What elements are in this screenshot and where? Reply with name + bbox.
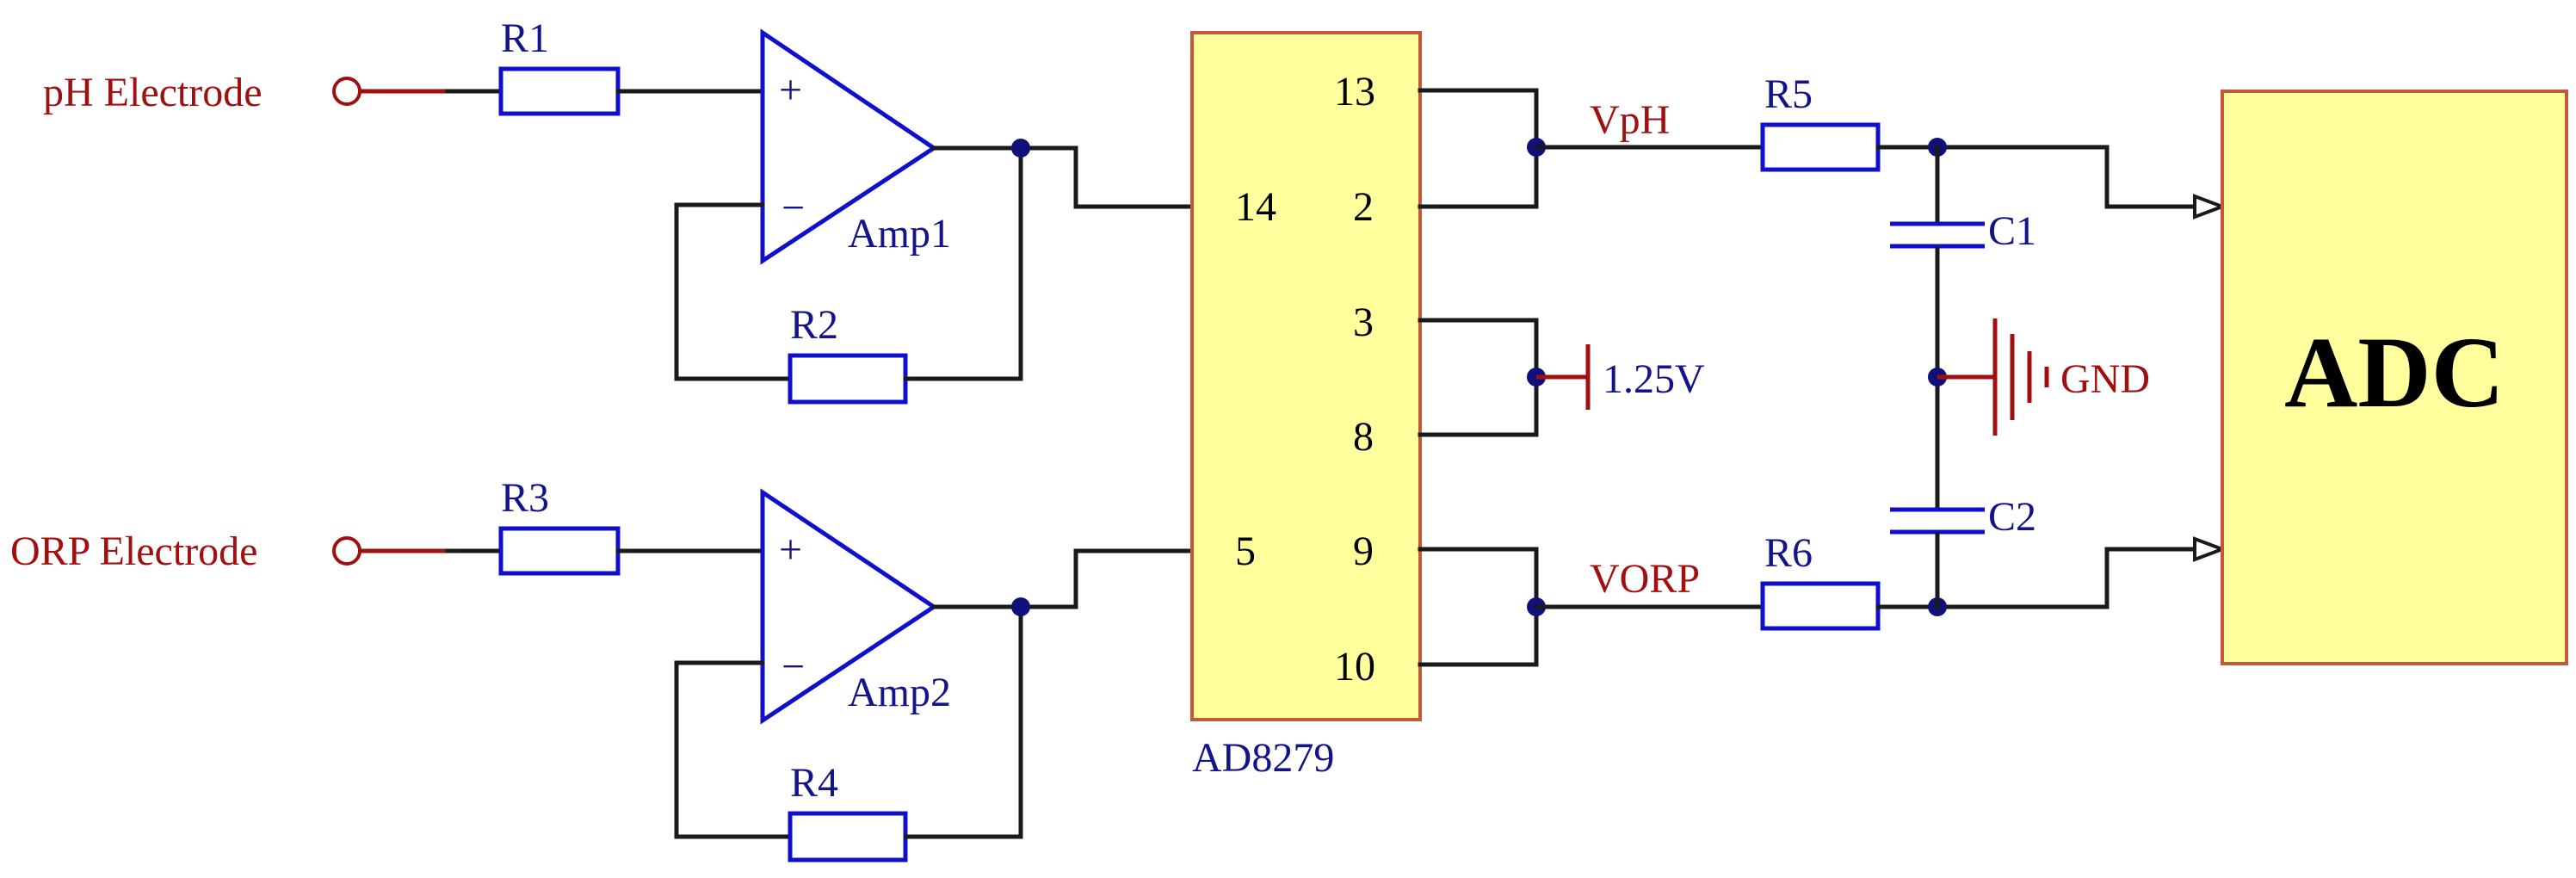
resistor-r2: [788, 353, 908, 405]
capacitor-c1-label: C1: [1988, 208, 2036, 254]
adc-input-arrow-1: [2193, 194, 2227, 220]
orp-input-terminal: [332, 536, 361, 566]
amp2-triangle: [760, 488, 938, 725]
pin-5-label: 5: [1235, 529, 1256, 574]
vph-label: VpH: [1590, 97, 1670, 143]
resistor-r3-label: R3: [501, 475, 549, 521]
resistor-r1: [498, 66, 621, 116]
resistor-r5-label: R5: [1764, 71, 1813, 117]
resistor-r4: [788, 811, 908, 863]
pin-8-label: 8: [1353, 414, 1374, 460]
pin-10-label: 10: [1334, 644, 1375, 689]
pin-14-label: 14: [1235, 184, 1276, 230]
adc-input-arrow-2: [2193, 536, 2227, 562]
pin-13-label: 13: [1334, 69, 1375, 114]
resistor-r6-label: R6: [1764, 530, 1813, 576]
vorp-label: VORP: [1590, 556, 1700, 602]
capacitor-c2-label: C2: [1988, 494, 2036, 540]
pin-9-label: 9: [1353, 529, 1374, 574]
ph-electrode-label: pH Electrode: [43, 70, 263, 115]
ref-net: 1.25V: [1418, 318, 1705, 437]
ad8279-label: AD8279: [1192, 735, 1334, 781]
pin-3-label: 3: [1353, 300, 1374, 345]
ground-icon: [1992, 318, 2049, 436]
orp-electrode-label: ORP Electrode: [10, 529, 257, 574]
gnd-label: GND: [2060, 356, 2150, 402]
resistor-r1-label: R1: [501, 15, 549, 61]
amp2-output-node: [1011, 597, 1030, 616]
ref-voltage-label: 1.25V: [1603, 356, 1705, 402]
filter-capacitors: C1 C2 GND: [1890, 145, 2150, 609]
vorp-net: VORP R6: [1418, 530, 2227, 667]
resistor-r3: [498, 526, 621, 576]
adc-body: [2221, 90, 2568, 665]
amp2-plus-sign: +: [779, 527, 802, 572]
amp1-triangle: [760, 28, 938, 265]
resistor-r4-label: R4: [790, 760, 838, 806]
amp2: + − Amp2 R4: [674, 488, 1195, 863]
amp1-minus-sign: −: [781, 185, 805, 231]
amp2-minus-sign: −: [781, 644, 805, 689]
ad8279-body: [1190, 31, 1422, 721]
amp1-output-node: [1011, 139, 1030, 158]
ph-input-path: pH Electrode R1: [43, 15, 765, 116]
amp1-label: Amp1: [848, 211, 951, 257]
pin-2-label: 2: [1353, 184, 1374, 230]
resistor-r6: [1760, 581, 1881, 631]
ph-input-terminal: [332, 77, 361, 106]
adc-label: ADC: [2284, 316, 2505, 429]
resistor-r5: [1760, 122, 1881, 172]
vph-net: VpH R5: [1418, 71, 2227, 220]
resistor-r2-label: R2: [790, 302, 838, 348]
orp-input-path: ORP Electrode R3: [10, 475, 765, 576]
ad8279-chip: 14 5 13 2 3 8 9 10 AD8279: [1190, 31, 1422, 781]
amp1: + − Amp1 R2: [674, 28, 1195, 405]
amp2-label: Amp2: [848, 670, 951, 715]
adc-block: ADC: [2221, 90, 2568, 665]
amp1-plus-sign: +: [779, 67, 802, 113]
